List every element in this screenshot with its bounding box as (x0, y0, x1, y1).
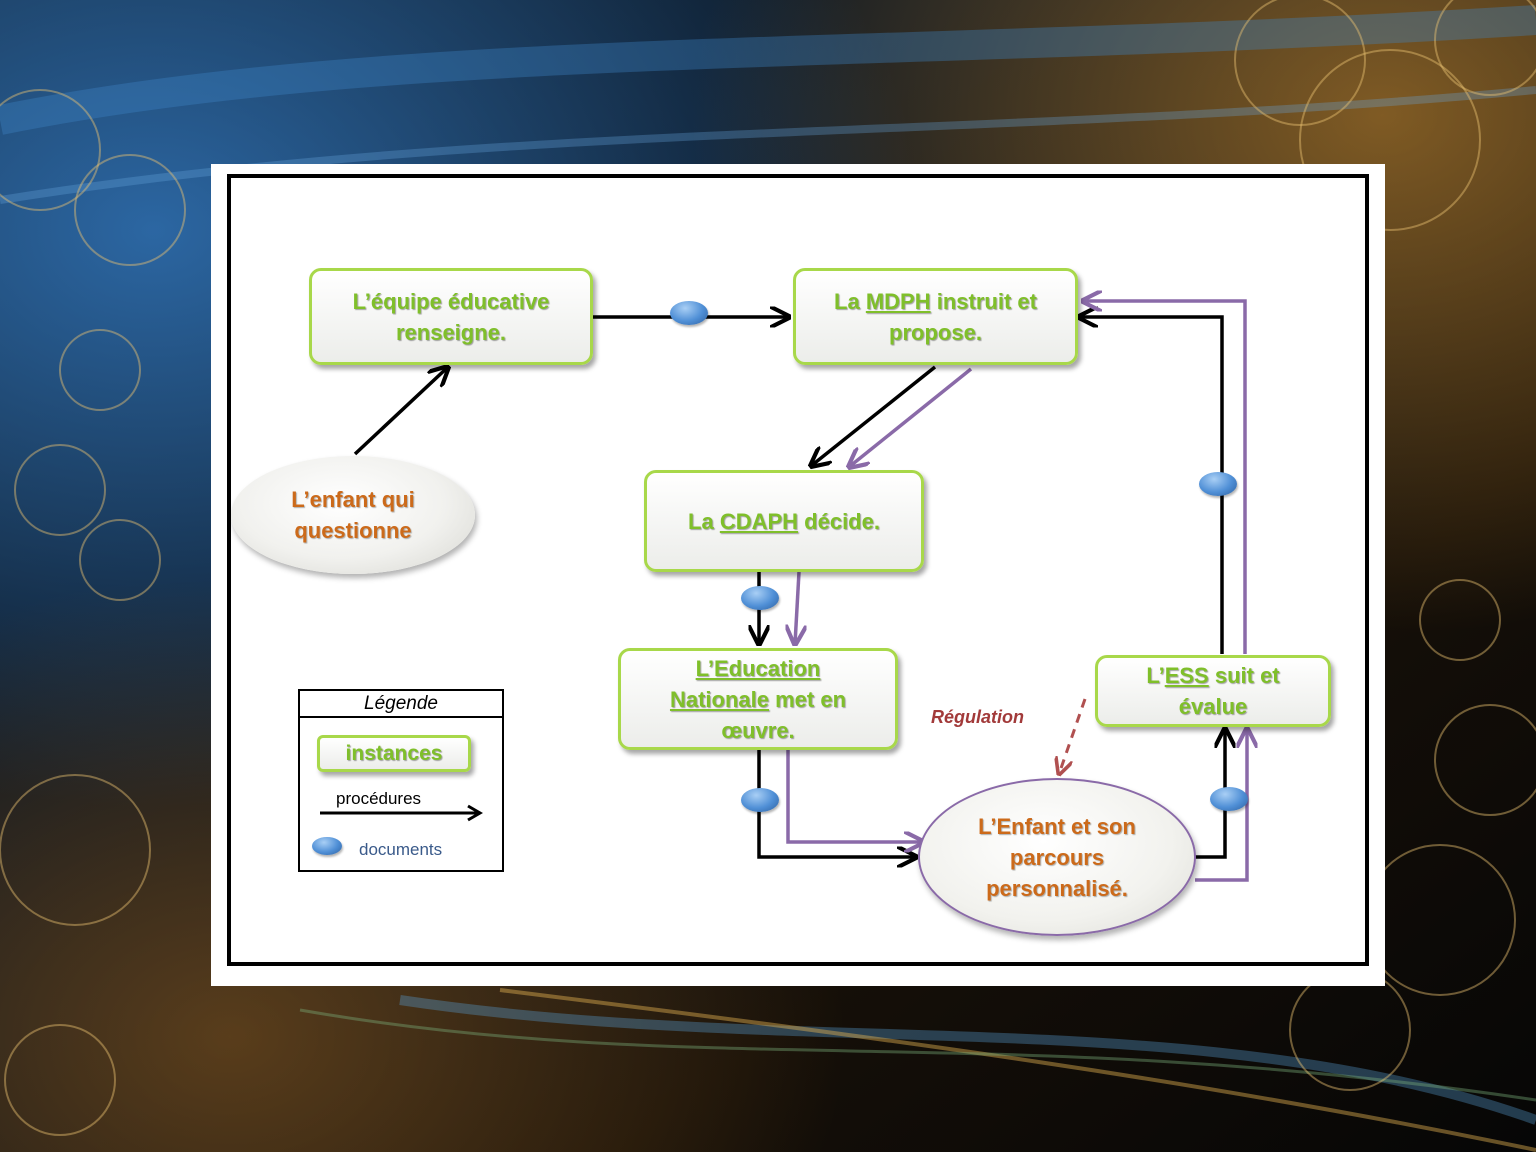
node-ess-prefix: L’ (1146, 663, 1165, 688)
node-education-line3: œuvre. (721, 717, 795, 743)
diagram-slide: L’équipe éducative renseigne. La MDPH in… (211, 164, 1385, 986)
document-icon (670, 301, 708, 325)
node-cdaph-acronym: CDAPH (719, 508, 799, 534)
node-equipe-educative: L’équipe éducative renseigne. (309, 268, 593, 365)
node-equipe-line2: renseigne. (395, 319, 507, 345)
document-icon (1210, 787, 1248, 811)
node-cdaph-prefix: La (688, 508, 720, 534)
node-ess: L’ESS suit et évalue (1095, 655, 1331, 727)
document-icon (1199, 472, 1237, 496)
diagram-frame (227, 174, 1369, 966)
node-ess-suffix: suit et (1208, 663, 1280, 688)
node-mdph-prefix: La (834, 288, 866, 314)
legend-documents-label: documents (359, 840, 443, 859)
node-cdaph: La CDAPH décide. (644, 470, 924, 572)
node-enfant-questionne: L’enfant qui questionne (231, 456, 475, 574)
legend-document-icon (312, 837, 342, 855)
node-ess-line2: évalue (1178, 694, 1248, 719)
legend-procedure-arrow (320, 804, 483, 822)
feedback-cdaph-to-education (795, 571, 799, 644)
node-enfant-q-line2: questionne (294, 518, 412, 543)
legend-title: Légende (300, 691, 502, 718)
node-education-acronym: Nationale (669, 686, 769, 712)
node-enfant-q-line1: L’enfant qui (291, 487, 415, 512)
node-ess-acronym: ESS (1164, 663, 1209, 688)
document-icon (741, 586, 779, 610)
feedback-ess-to-mdph (1083, 301, 1247, 654)
feedback-mdph-to-cdaph (849, 367, 973, 467)
node-education-suffix: met en (769, 686, 847, 712)
legend-instances-swatch: instances (317, 735, 471, 772)
arrow-education-to-enfant (757, 750, 916, 857)
arrow-child-to-equipe (353, 367, 448, 456)
legend: Légende instances procédures documents (298, 689, 504, 872)
arrow-ess-to-mdph (1079, 317, 1224, 654)
arrow-mdph-to-cdaph (811, 365, 937, 466)
node-enfant-parcours-line2: parcours (1009, 844, 1105, 870)
feedback-enfant-to-ess (1195, 729, 1247, 882)
node-enfant-parcours-line1: L’Enfant et son (978, 813, 1136, 839)
node-mdph-acronym: MDPH (865, 288, 931, 314)
arrows-layer (353, 164, 1385, 882)
node-education-nationale: L’Education Nationale met en œuvre. (618, 648, 898, 750)
document-icon (741, 788, 779, 812)
node-mdph-suffix: instruit et (930, 288, 1037, 314)
feedback-education-to-enfant (786, 750, 923, 842)
regulation-label: Régulation (931, 707, 1024, 727)
node-mdph: La MDPH instruit et propose. (793, 268, 1078, 365)
node-equipe-line1: L’équipe éducative (352, 288, 550, 314)
legend-procedures-label: procédures (336, 789, 422, 808)
arrow-enfant-to-ess (1195, 729, 1225, 859)
regulation-arrow (1059, 698, 1087, 774)
node-mdph-line2: propose. (889, 319, 982, 345)
node-education-line1: L’Education (695, 655, 821, 681)
node-enfant-parcours: L’Enfant et son parcours personnalisé. (918, 778, 1196, 936)
legend-instances-label: instances (345, 742, 443, 765)
node-enfant-parcours-line3: personnalisé. (986, 875, 1128, 901)
node-cdaph-suffix: décide. (798, 508, 880, 534)
